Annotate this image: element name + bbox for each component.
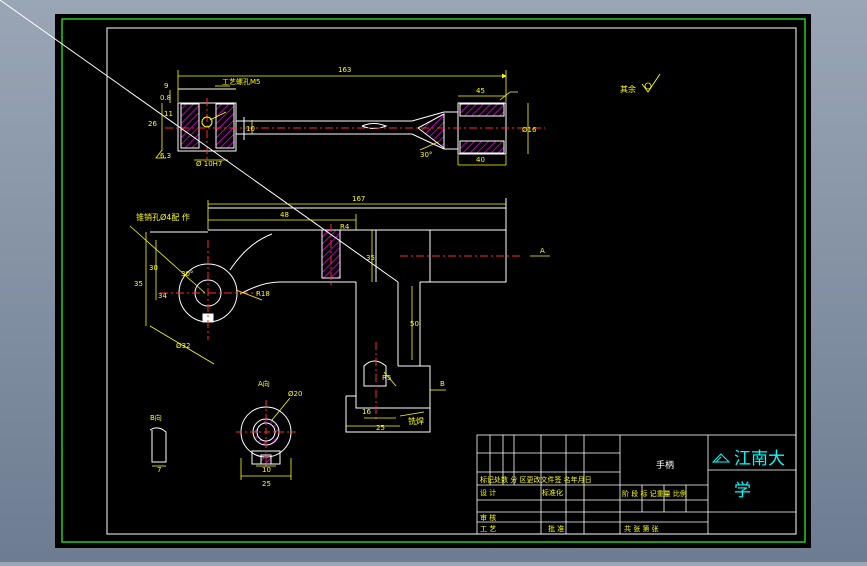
dim-mid-left-35: 35 <box>134 280 143 288</box>
title-row2-b: 标准化 <box>542 488 563 497</box>
top-tap-hole <box>201 116 213 128</box>
top-view-dims <box>155 70 529 166</box>
dim-top-left-26: 26 <box>148 120 157 128</box>
b-view-texts: B向 7 <box>150 413 162 474</box>
label-top-r10: Ø 10H7 <box>196 160 222 168</box>
title-block-texts: 手柄 江南大 学 标记处数 分 区更改文件签 名年月日 设 计 标准化 阶 段 … <box>480 449 785 533</box>
roughness-symbol-icon <box>641 73 661 93</box>
label-weld: 铣焊 <box>408 416 424 426</box>
dim-aview-25: 25 <box>262 480 271 488</box>
inner-frame <box>106 27 797 535</box>
dim-top-right-dia: Ø16 <box>522 126 537 134</box>
title-row3-a: 审 核 <box>480 513 496 522</box>
title-row2-a: 设 计 <box>480 488 496 497</box>
roughness-note: 其余 <box>620 73 661 94</box>
dim-aview-dia: Ø20 <box>288 390 302 398</box>
a-view-centerlines <box>236 400 296 470</box>
label-top-callout: 工艺螺孔M5 <box>222 77 261 86</box>
school-logo-icon <box>711 453 731 463</box>
title-part-name: 手柄 <box>656 459 674 471</box>
dim-mid-left-30: 30 <box>149 264 158 272</box>
top-view-texts: 163 45 9 11 26 0.8 6.3 10 Ø16 40 30° 工艺螺… <box>148 66 537 168</box>
title-row2-c: 阶 段 标 记重量 比例 <box>622 489 687 498</box>
dim-mid-vert-50: 50 <box>410 320 419 328</box>
dim-mid-low-25: 25 <box>376 424 385 432</box>
title-block <box>476 434 797 535</box>
front-view <box>0 0 507 433</box>
label-view-a: A向 <box>258 379 270 388</box>
dim-top-right-len: 45 <box>476 87 485 95</box>
front-view-centerlines <box>160 224 520 420</box>
outer-frame <box>61 18 806 543</box>
title-school-line1: 江南大 <box>734 449 785 469</box>
dim-mid-low-16: 16 <box>362 408 371 416</box>
title-school-line2: 学 <box>734 481 751 501</box>
label-arrow-a: A <box>540 247 545 255</box>
title-row4-b: 批 准 <box>548 524 564 533</box>
dim-top-left-0-8: 0.8 <box>160 94 171 102</box>
dim-mid-length: 167 <box>352 195 365 203</box>
dim-mid-left-34: 34 <box>158 292 167 300</box>
dim-mid-35: 35 <box>366 254 375 262</box>
front-view-dims <box>129 200 550 427</box>
dim-top-left-9: 9 <box>164 82 168 90</box>
title-row4-a: 工 艺 <box>480 525 496 533</box>
dim-top-left-11: 11 <box>164 110 173 118</box>
label-view-b: B向 <box>150 413 162 422</box>
b-view <box>149 427 167 463</box>
a-view-dims <box>240 397 292 480</box>
dim-mid-r18: R18 <box>256 290 270 298</box>
title-row4-c: 共 张 第 张 <box>624 524 659 533</box>
dim-mid-r4: R4 <box>340 223 350 231</box>
dim-top-left-6-3: 6.3 <box>160 152 171 160</box>
dim-mid-angle-30: 30° <box>181 270 193 278</box>
label-roughness: 其余 <box>620 84 636 94</box>
dim-mid-len-48: 48 <box>280 211 289 219</box>
dim-top-right-40: 40 <box>476 156 485 164</box>
title-row1: 标记处数 分 区更改文件签 名年月日 <box>480 475 592 484</box>
top-view <box>177 88 507 155</box>
dim-mid-dia-32: Ø32 <box>176 342 190 350</box>
top-view-centerlines <box>165 98 545 160</box>
dim-bview-7: 7 <box>157 466 161 474</box>
label-mid-callout: 锥销孔Ø4配 作 <box>136 212 190 222</box>
front-view-texts: 167 48 R4 35 30 35 34 30° R18 Ø32 50 16 … <box>134 195 545 432</box>
dim-top-center-10: 10 <box>246 125 255 133</box>
label-arrow-b: B <box>440 380 445 388</box>
a-view-texts: A向 Ø20 10 25 <box>258 379 302 488</box>
dim-mid-low-r5: R5 <box>382 374 391 382</box>
dim-aview-10: 10 <box>262 466 271 474</box>
dim-top-length: 163 <box>338 66 351 74</box>
dim-top-angle-30: 30° <box>420 151 432 159</box>
